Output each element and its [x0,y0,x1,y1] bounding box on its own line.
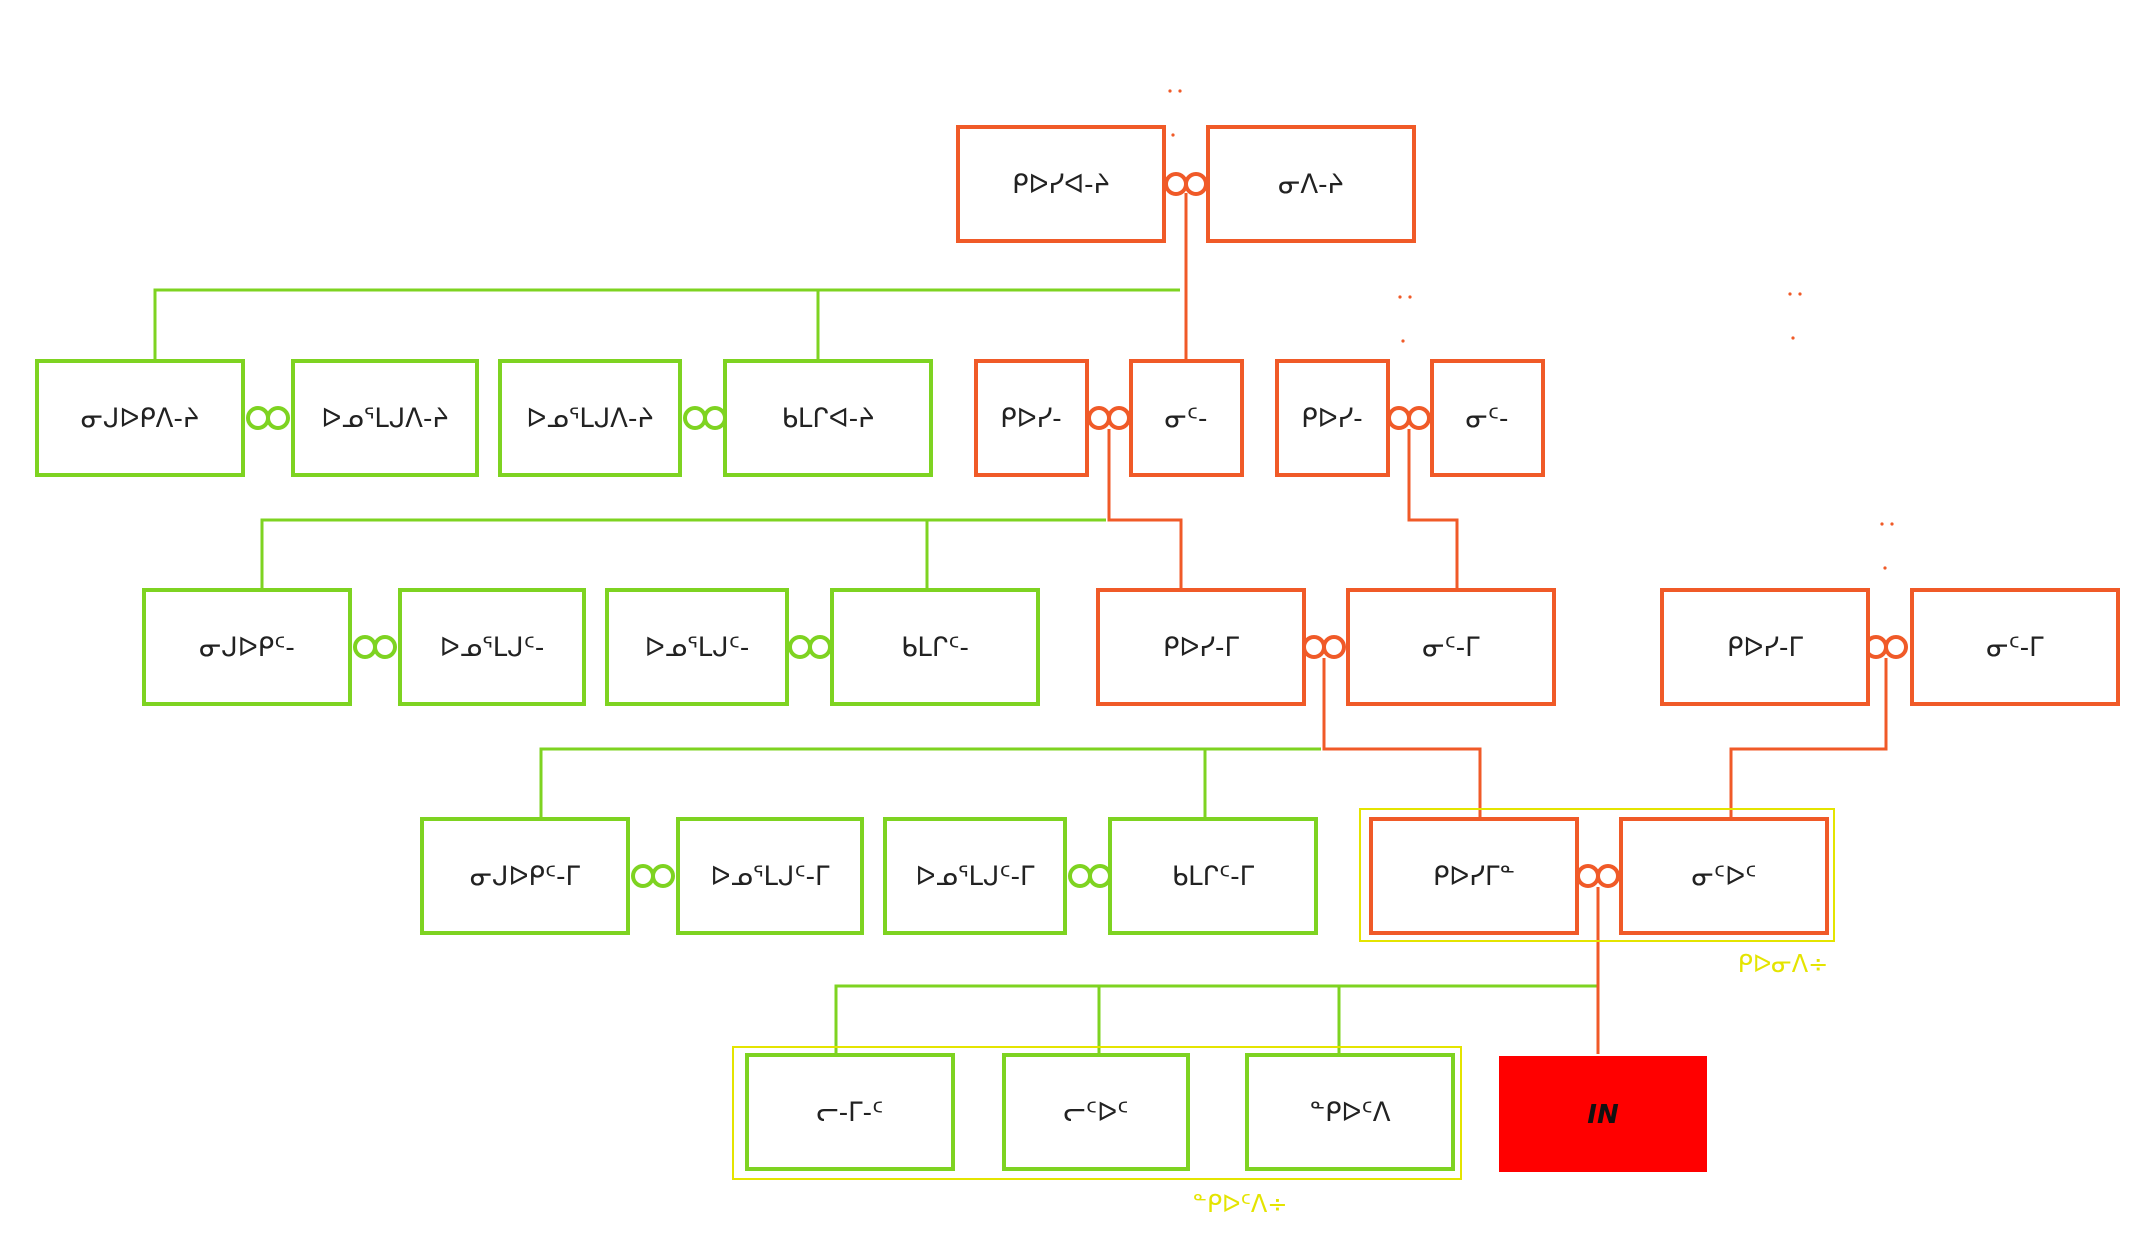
node-gen3-maternal-father[interactable]: ᑭᐅᓯ-ᒥ [1660,588,1870,706]
node-label: ᑭᐅᓯ-ᒥ [1163,633,1239,663]
siblings-group-label: ᓐᑭᐅᑦᐱ÷ [1193,1190,1288,1218]
node-gen2-aunt2[interactable]: ᐅᓄᕐᒪᒍᐱ-ᔨ [498,359,682,477]
node-gen5-sibling2[interactable]: ᓕᑦᐅᑦ [1002,1053,1190,1171]
node-gen3-uncle2[interactable]: ᑲᒪᒋᑦ- [830,588,1040,706]
ring-gen1 [1164,172,1208,196]
siblings-group-outline [732,1046,1462,1180]
decorative-dots [1168,89,1894,570]
ring-gen2-d [1387,406,1431,430]
node-label: ᓂᒍᐅᑭᑦ-ᒥ [470,862,580,892]
node-label: ᓂᒍᐅᑭᑦ- [199,633,294,663]
node-gen2-grandmother-maternal[interactable]: ᓂᑦ- [1430,359,1545,477]
node-gen2-aunt1[interactable]: ᓂᒍᐅᑭᐱ-ᔨ [35,359,245,477]
node-me[interactable]: IN [1499,1056,1707,1172]
node-gen3-father[interactable]: ᑭᐅᓯ-ᒥ [1096,588,1306,706]
group-outlines [732,808,1835,1180]
node-label: ᓕᑦᐅᑦ [1064,1098,1129,1128]
node-label: ᐅᓄᕐᒪᒍᑦ- [645,633,750,663]
ring-gen3-a [353,635,397,659]
node-gen2-uncle2[interactable]: ᑲᒪᒋᐊ-ᔨ [723,359,933,477]
node-gen3-aunt1[interactable]: ᓂᒍᐅᑭᑦ- [142,588,352,706]
node-label: ᓂᑦ- [1466,404,1509,434]
node-label: ᑭᐅᓯᒥᓐ [1433,862,1515,892]
node-label: ᐅᓄᕐᒪᒍᑦ-ᒥ [916,862,1036,892]
node-label: ᐅᓄᕐᒪᒍᐱ-ᔨ [526,404,653,434]
node-label: ᑲᒪᒋᑦ- [901,633,969,663]
ring-gen4-a [631,864,675,888]
node-gen3-uncle1[interactable]: ᐅᓄᕐᒪᒍᑦ- [398,588,586,706]
node-label: ᑭᐅᓯ-ᒥ [1727,633,1803,663]
node-label: ᑭᐅᓯ- [1301,404,1362,434]
node-gen3-aunt2[interactable]: ᐅᓄᕐᒪᒍᑦ- [605,588,789,706]
node-gen2-father[interactable]: ᑭᐅᓯ- [974,359,1089,477]
node-label: ᓂᑦᐅᑦ [1692,862,1757,892]
node-gen2-mother[interactable]: ᓂᑦ- [1129,359,1244,477]
ring-gen4-b [1068,864,1112,888]
node-label: ᑲᒪᒋᑦ-ᒥ [1172,862,1255,892]
ring-gen2-a [246,406,290,430]
ring-gen3-c [1302,635,1346,659]
marriage-rings [246,172,1908,888]
node-label: ᐅᓄᕐᒪᒍᐱ-ᔨ [321,404,448,434]
ring-gen4-c [1576,864,1620,888]
node-label: ᓂᑦ-ᒥ [1986,633,2044,663]
ring-gen3-d [1864,635,1908,659]
ring-gen2-b [683,406,727,430]
node-label: ᐅᓄᕐᒪᒍᑦ- [440,633,545,663]
ring-gen3-b [788,635,832,659]
node-gen4-aunt2[interactable]: ᐅᓄᕐᒪᒍᑦ-ᒥ [883,817,1067,935]
node-gen3-maternal-mother[interactable]: ᓂᑦ-ᒥ [1910,588,2120,706]
node-gen2-grandfather-maternal[interactable]: ᑭᐅᓯ- [1275,359,1390,477]
node-label: ᓂᐱ-ᔨ [1278,170,1344,200]
node-gen4-uncle1[interactable]: ᐅᓄᕐᒪᒍᑦ-ᒥ [676,817,864,935]
parents-group-label: ᑭᐅᓂᐱ÷ [1738,950,1829,978]
node-gen4-uncle2[interactable]: ᑲᒪᒋᑦ-ᒥ [1108,817,1318,935]
node-gen2-uncle1[interactable]: ᐅᓄᕐᒪᒍᐱ-ᔨ [291,359,479,477]
node-label: ᓂᑦ- [1165,404,1208,434]
node-label: ᓂᑦ-ᒥ [1422,633,1480,663]
node-gen4-father[interactable]: ᑭᐅᓯᒥᓐ [1369,817,1579,935]
node-gen4-mother[interactable]: ᓂᑦᐅᑦ [1619,817,1829,935]
node-gen3-mother[interactable]: ᓂᑦ-ᒥ [1346,588,1556,706]
node-label: ᓕ-ᒥ-ᑦ [817,1098,884,1128]
node-label: ᐅᓄᕐᒪᒍᑦ-ᒥ [711,862,831,892]
node-gen1-grandfather[interactable]: ᑭᐅᓯᐊ-ᔨ [956,125,1166,243]
male-lines [1107,193,1888,1054]
ring-gen2-c [1087,406,1131,430]
node-me-label: IN [1587,1100,1619,1130]
female-lines [153,288,1598,1054]
node-gen5-sibling1[interactable]: ᓕ-ᒥ-ᑦ [745,1053,955,1171]
node-label: ᑭᐅᓯᐊ-ᔨ [1012,170,1110,200]
node-label: ᑲᒪᒋᐊ-ᔨ [782,404,875,434]
node-gen1-grandmother[interactable]: ᓂᐱ-ᔨ [1206,125,1416,243]
node-label: ᓂᒍᐅᑭᐱ-ᔨ [81,404,199,434]
node-gen4-aunt1[interactable]: ᓂᒍᐅᑭᑦ-ᒥ [420,817,630,935]
node-gen5-sibling3[interactable]: ᓐᑭᐅᑦᐱ [1245,1053,1455,1171]
node-label: ᑭᐅᓯ- [1000,404,1061,434]
node-label: ᓐᑭᐅᑦᐱ [1309,1098,1390,1128]
parents-group-outline [1359,808,1835,942]
